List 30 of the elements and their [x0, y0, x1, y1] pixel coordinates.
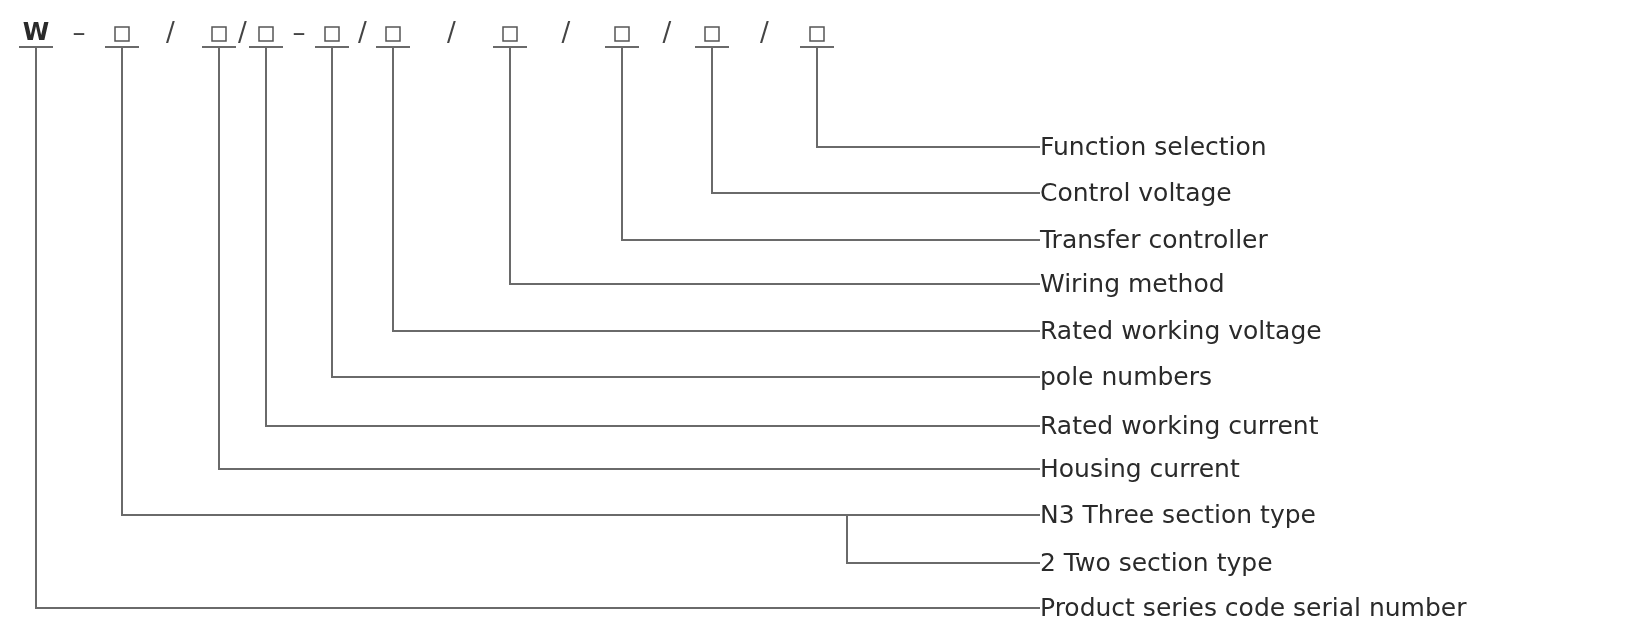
separator-mark: / [447, 18, 456, 46]
leader-label: pole numbers [1040, 362, 1213, 392]
leader-line [35, 47, 1041, 609]
separator-mark: / [561, 18, 571, 46]
leader-label: Wiring method [1040, 269, 1225, 299]
separator-mark: / [238, 18, 247, 46]
leader-line [711, 47, 1041, 194]
separator-mark: / [662, 18, 672, 46]
leader-label: Control voltage [1040, 178, 1232, 208]
leader-line [509, 47, 1041, 285]
leader-label: Product series code serial number [1040, 593, 1467, 623]
leader-label: 2 Two section type [1040, 548, 1273, 578]
leader-label: Transfer controller [1040, 225, 1268, 255]
leader-line [218, 47, 1041, 470]
leader-line [816, 47, 1041, 148]
separator-mark: – [72, 18, 86, 46]
separator-mark: / [166, 18, 175, 46]
leader-line [265, 47, 1041, 427]
separator-mark: / [760, 18, 769, 46]
leader-label: N3 Three section type [1040, 500, 1316, 530]
leader-line [392, 47, 1041, 332]
leader-label: Function selection [1040, 132, 1267, 162]
leader-label: Housing current [1040, 454, 1240, 484]
separator-mark: / [358, 18, 367, 46]
leader-label: Rated working voltage [1040, 316, 1322, 346]
series-letter: W [19, 18, 53, 48]
leader-line [331, 47, 1041, 378]
separator-mark: – [292, 18, 306, 46]
leader-line [621, 47, 1041, 241]
leader-label: Rated working current [1040, 411, 1319, 441]
